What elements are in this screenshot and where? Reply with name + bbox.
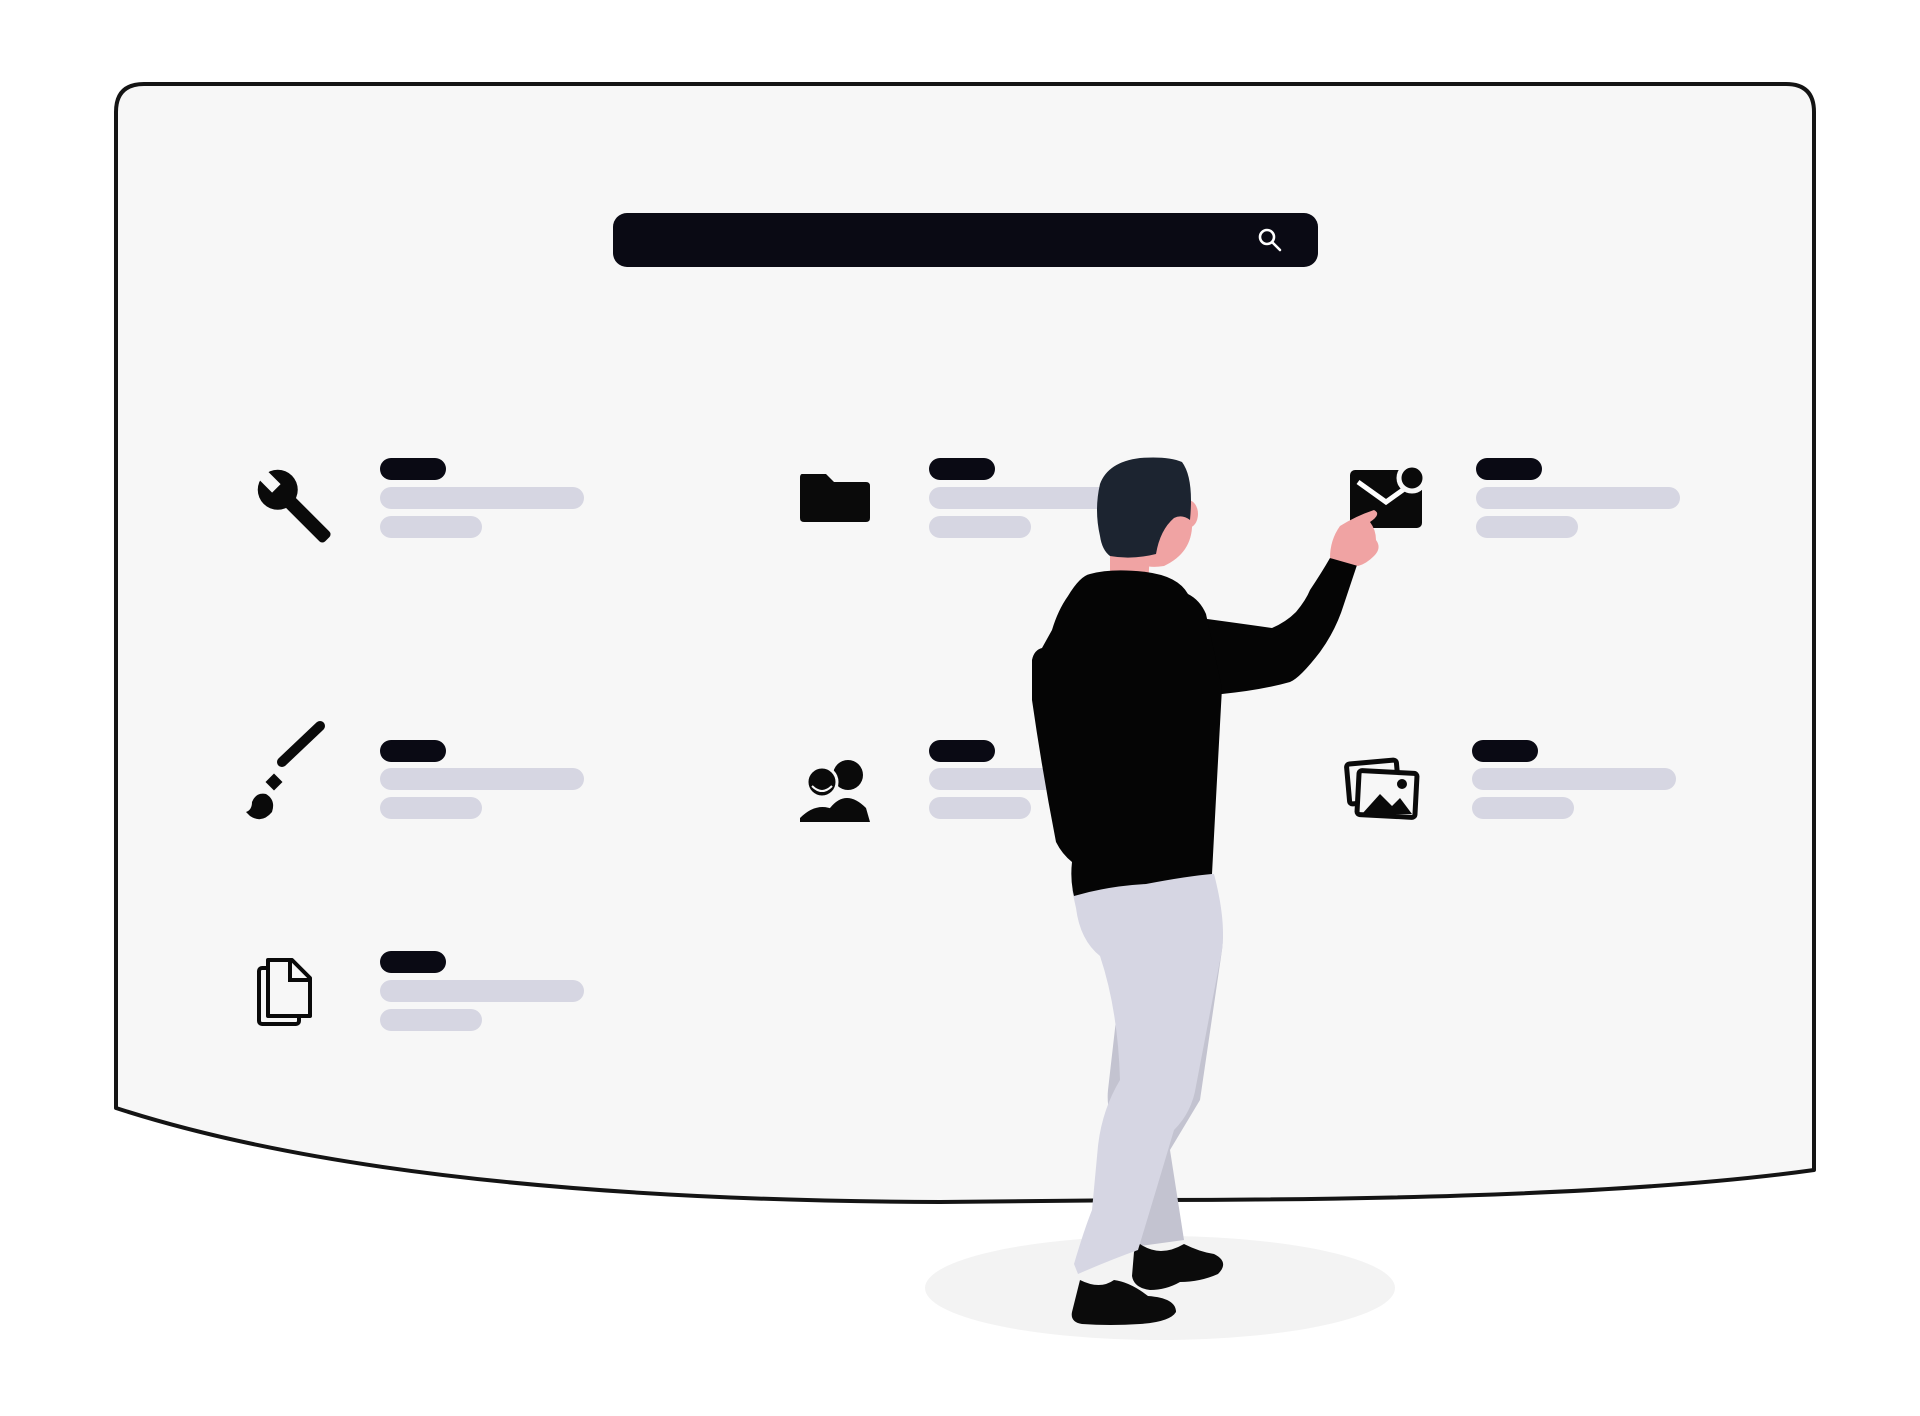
- person-torso: [1032, 570, 1222, 896]
- tile-text-line: [1476, 516, 1578, 538]
- documents-icon: [257, 958, 312, 1026]
- tile-text-line: [380, 516, 482, 538]
- tile-folder[interactable]: [800, 458, 1133, 538]
- tile-text-line: [1472, 797, 1574, 819]
- wrench-icon: [253, 465, 331, 543]
- tile-text-line: [929, 487, 1133, 509]
- tile-text-line: [380, 797, 482, 819]
- tile-text-line: [929, 516, 1031, 538]
- search-bar[interactable]: [613, 213, 1318, 269]
- tile-text-line: [1472, 768, 1676, 790]
- tile-paintbrush[interactable]: [246, 721, 584, 820]
- tile-title-bar: [380, 740, 446, 762]
- tile-documents[interactable]: [257, 951, 584, 1031]
- images-icon: [1344, 757, 1420, 820]
- screen-frame: [114, 82, 1816, 1204]
- tile-images[interactable]: [1344, 740, 1676, 820]
- tile-title-bar: [1476, 458, 1542, 480]
- tile-text-line: [929, 797, 1031, 819]
- person-front-shoe: [1071, 1280, 1176, 1325]
- paintbrush-icon: [246, 721, 325, 820]
- folder-icon: [800, 474, 870, 522]
- tile-mail[interactable]: [1350, 458, 1680, 538]
- person-arm: [1170, 558, 1358, 694]
- person-hand: [1330, 510, 1379, 566]
- person-hair: [1097, 457, 1191, 558]
- search-input[interactable]: [631, 213, 1235, 269]
- tile-wrench[interactable]: [244, 456, 584, 554]
- tile-title-bar: [929, 458, 995, 480]
- tile-title-bar: [929, 740, 995, 762]
- search-icon[interactable]: [1256, 226, 1284, 254]
- tile-text-line: [380, 980, 584, 1002]
- users-icon: [800, 760, 870, 822]
- tile-text-line: [380, 1009, 482, 1031]
- tile-text-line: [380, 487, 584, 509]
- person-front-leg: [1072, 874, 1223, 1274]
- person-back-shoe: [1132, 1244, 1224, 1290]
- tile-text-line: [380, 768, 584, 790]
- person: [1032, 457, 1379, 1325]
- tile-text-line: [1476, 487, 1680, 509]
- tile-title-bar: [380, 951, 446, 973]
- tile-title-bar: [380, 458, 446, 480]
- tile-title-bar: [1472, 740, 1538, 762]
